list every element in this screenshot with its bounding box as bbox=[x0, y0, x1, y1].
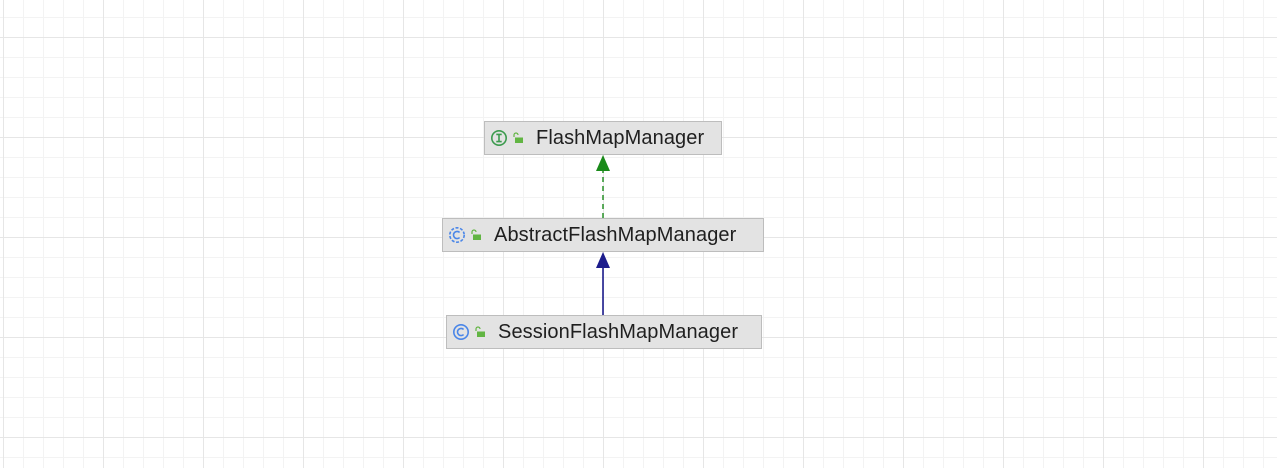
class-icon bbox=[453, 324, 469, 340]
node-sessionflashmapmanager[interactable]: SessionFlashMapManager bbox=[446, 315, 762, 349]
edge-extends-arrowhead bbox=[596, 252, 610, 268]
node-flashmapmanager[interactable]: FlashMapManager bbox=[484, 121, 722, 155]
node-label: AbstractFlashMapManager bbox=[494, 223, 737, 246]
abstract-class-icon bbox=[449, 227, 465, 243]
unlocked-icon bbox=[513, 132, 523, 143]
node-abstractflashmapmanager[interactable]: AbstractFlashMapManager bbox=[442, 218, 764, 252]
node-label: SessionFlashMapManager bbox=[498, 320, 739, 343]
node-label: FlashMapManager bbox=[536, 126, 705, 149]
edge-implements[interactable] bbox=[596, 155, 610, 218]
unlocked-icon bbox=[475, 326, 485, 337]
edge-extends[interactable] bbox=[596, 252, 610, 315]
interface-icon bbox=[491, 130, 507, 146]
unlocked-icon bbox=[471, 229, 481, 240]
edge-implements-arrowhead bbox=[596, 155, 610, 171]
